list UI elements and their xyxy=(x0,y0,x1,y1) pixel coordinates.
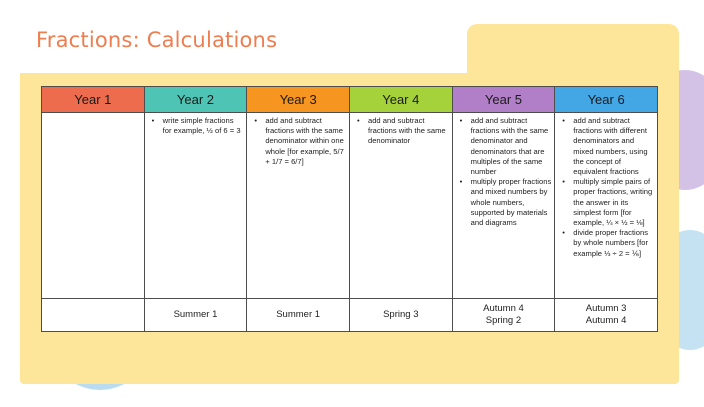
header-row: Year 1 Year 2 Year 3 Year 4 Year 5 Year … xyxy=(41,86,658,113)
term-year-1 xyxy=(41,298,145,332)
header-year-6: Year 6 xyxy=(554,86,658,113)
term-label: Spring 2 xyxy=(485,315,522,326)
objectives-year-6: add and subtract fractions with differen… xyxy=(554,112,658,299)
objectives-year-2: write simple fractions for example, ½ of… xyxy=(143,112,248,299)
objective-item: add and subtract fractions with the same… xyxy=(254,116,346,167)
objective-list: add and subtract fractions with differen… xyxy=(558,116,654,259)
objectives-year-5: add and subtract fractions with the same… xyxy=(451,112,556,299)
term-label: Autumn 4 xyxy=(483,303,524,314)
header-year-2: Year 2 xyxy=(143,86,248,113)
header-label: Year 5 xyxy=(484,92,522,107)
objectives-year-4: add and subtract fractions with the same… xyxy=(348,112,453,299)
objectives-row: write simple fractions for example, ½ of… xyxy=(41,112,658,299)
header-year-4: Year 4 xyxy=(348,86,453,113)
term-label: Autumn 3 xyxy=(585,303,627,314)
objective-item: add and subtract fractions with the same… xyxy=(357,116,449,147)
page-title: Fractions: Calculations xyxy=(36,28,278,52)
objective-item: add and subtract fractions with differen… xyxy=(562,116,654,177)
objective-item: multiply simple pairs of proper fraction… xyxy=(562,177,654,228)
term-label: Autumn 4 xyxy=(585,315,627,326)
header-label: Year 1 xyxy=(74,92,112,107)
objective-item: add and subtract fractions with the same… xyxy=(460,116,552,177)
header-year-5: Year 5 xyxy=(451,86,556,113)
objectives-year-1 xyxy=(41,112,145,299)
header-label: Year 3 xyxy=(279,92,317,107)
fractions-table: Year 1 Year 2 Year 3 Year 4 Year 5 Year … xyxy=(41,86,658,332)
header-label: Year 2 xyxy=(176,92,215,107)
objective-item: write simple fractions for example, ½ of… xyxy=(152,116,244,136)
term-label: Summer 1 xyxy=(173,309,218,320)
objective-list: write simple fractions for example, ½ of… xyxy=(148,116,244,136)
term-label: Spring 3 xyxy=(383,309,419,320)
term-year-3: Summer 1 xyxy=(246,298,350,332)
objective-item: divide proper fractions by whole numbers… xyxy=(562,228,654,259)
objective-list: add and subtract fractions with the same… xyxy=(456,116,552,228)
objective-item: multiply proper fractions and mixed numb… xyxy=(460,177,552,228)
header-label: Year 6 xyxy=(587,92,625,107)
header-label: Year 4 xyxy=(382,92,420,107)
term-label: Summer 1 xyxy=(276,309,321,320)
header-year-1: Year 1 xyxy=(41,86,145,113)
term-year-2: Summer 1 xyxy=(143,298,248,332)
objective-list: add and subtract fractions with the same… xyxy=(250,116,346,167)
header-year-3: Year 3 xyxy=(246,86,350,113)
objective-list: add and subtract fractions with the same… xyxy=(353,116,449,147)
term-year-4: Spring 3 xyxy=(348,298,453,332)
objectives-year-3: add and subtract fractions with the same… xyxy=(246,112,350,299)
